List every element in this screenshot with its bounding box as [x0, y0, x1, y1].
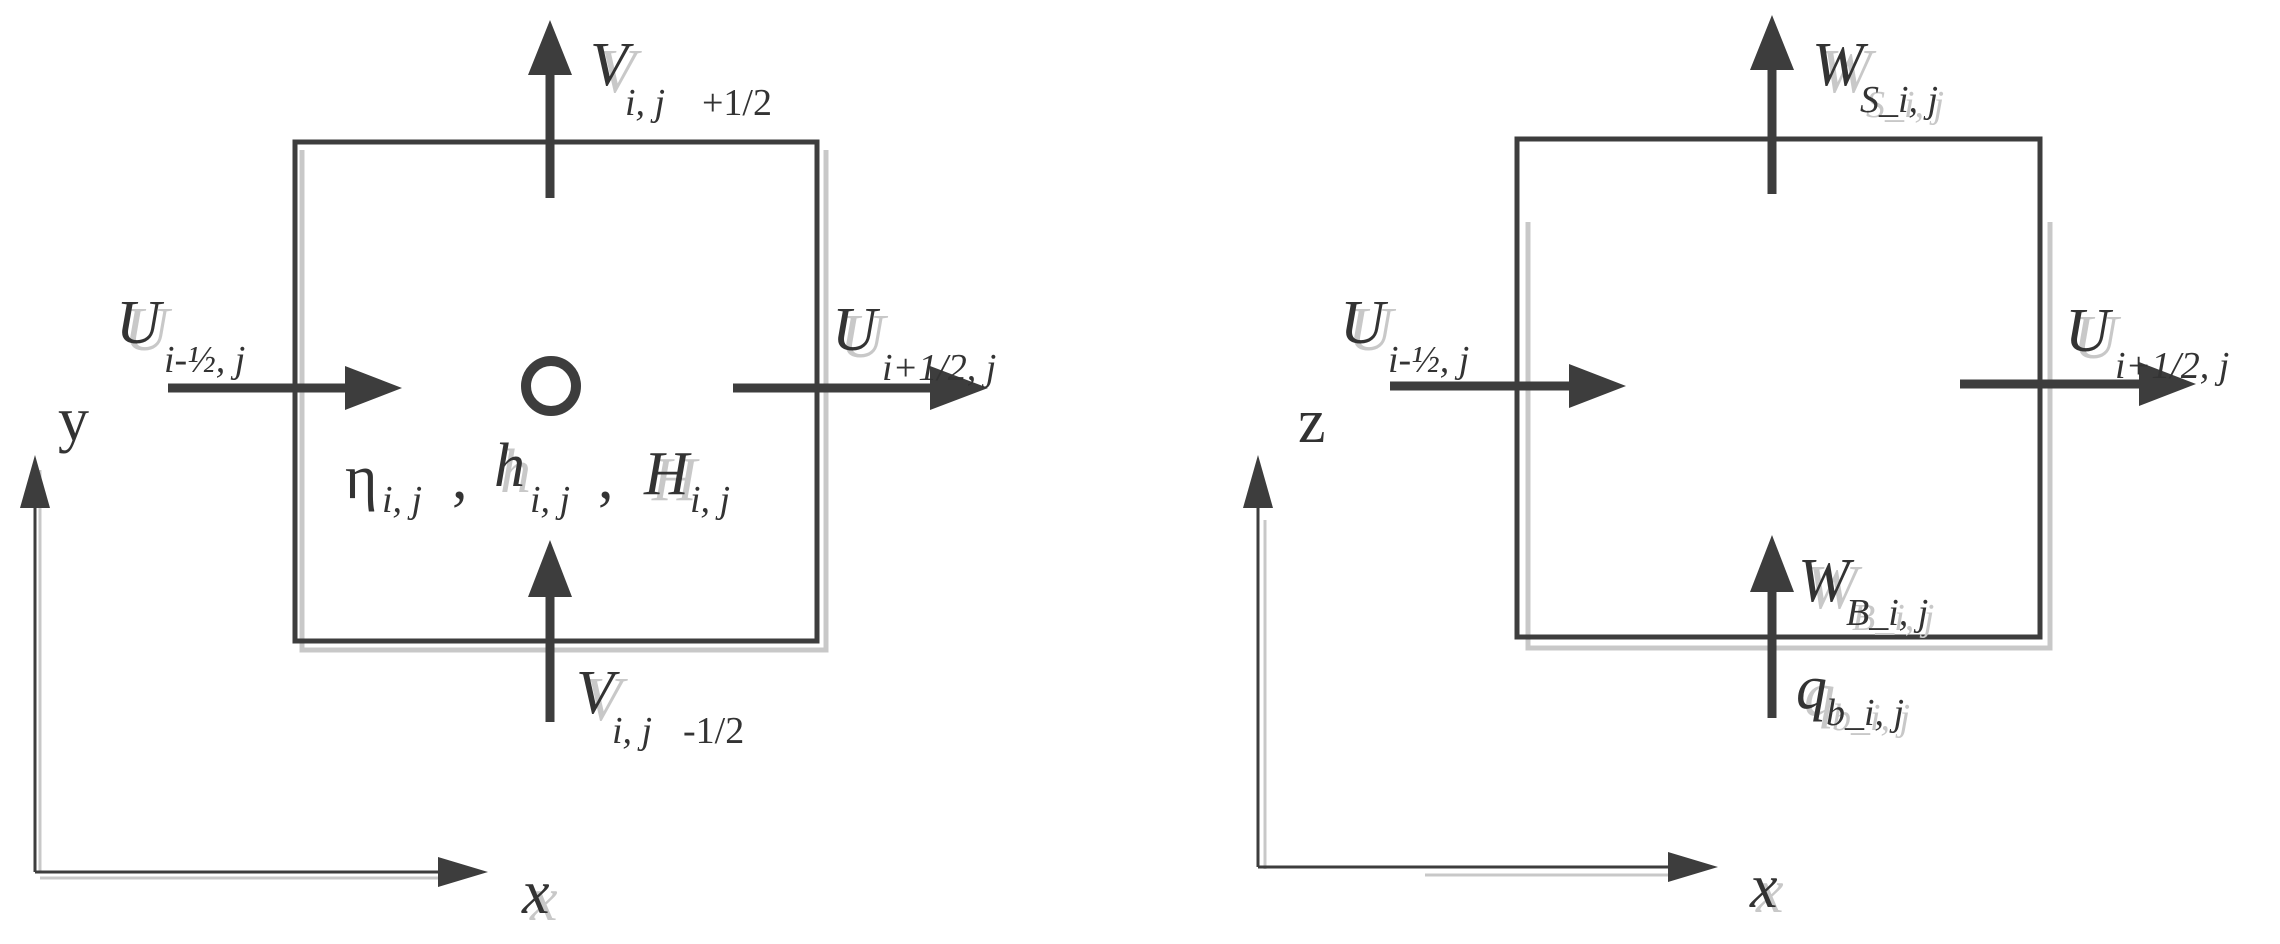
- right-panel: W W S_i, j S_i, j W W B_i, j B_i, j q q …: [1243, 15, 2229, 926]
- svg-text:V: V: [598, 38, 642, 106]
- u-right-label-right-panel: U U i+1/2, j: [2065, 297, 2229, 387]
- svg-text:U: U: [116, 289, 165, 357]
- u-left-label-right-panel: U U i-½, j: [1340, 289, 1469, 381]
- u-left-label: U U i-½, j: [116, 289, 245, 381]
- svg-text:i, j: i, j: [382, 479, 422, 521]
- center-node-icon: [521, 356, 581, 416]
- svg-text:i-½, j: i-½, j: [1388, 339, 1469, 381]
- w-top-arrow: [1750, 15, 1794, 194]
- v-top-label: V V i, j +1/2: [590, 31, 772, 124]
- svg-text:q: q: [1796, 654, 1827, 722]
- left-axes: [20, 455, 488, 887]
- u-right-arrow: [733, 366, 988, 410]
- svg-text:η: η: [345, 444, 377, 512]
- svg-text:i, j: i, j: [625, 82, 665, 124]
- x-axis-label-right: x: [1749, 853, 1778, 921]
- u-right-arrow-right-panel: [1960, 362, 2196, 406]
- w-top-label: W W S_i, j S_i, j: [1812, 31, 1944, 126]
- svg-text:U: U: [1348, 296, 1397, 364]
- right-axes: [1243, 455, 1718, 882]
- svg-text:U: U: [840, 303, 889, 371]
- svg-text:V: V: [590, 31, 634, 99]
- q-bottom-label: q q b_i, j b_i, j: [1796, 654, 1910, 739]
- svg-text:x: x: [1755, 858, 1784, 926]
- svg-text:U: U: [2065, 297, 2114, 365]
- u-left-arrow-right-panel: [1390, 364, 1626, 408]
- y-axis-label: y: [58, 386, 89, 454]
- svg-text:q: q: [1804, 661, 1835, 729]
- svg-text:B_i, j: B_i, j: [1846, 592, 1928, 634]
- svg-text:W: W: [1806, 554, 1863, 622]
- svg-text:U: U: [2073, 304, 2122, 372]
- v-bottom-arrow: [528, 540, 572, 722]
- svg-text:S_i, j: S_i, j: [1866, 84, 1944, 126]
- svg-text:V: V: [584, 666, 628, 734]
- svg-text:W: W: [1812, 31, 1869, 99]
- left-cell-shadow: [299, 150, 829, 653]
- svg-text:b_i, j: b_i, j: [1832, 697, 1910, 739]
- u-right-label: U U i+1/2, j: [832, 296, 996, 389]
- svg-text:x: x: [529, 866, 558, 934]
- svg-text:S_i, j: S_i, j: [1860, 79, 1938, 121]
- w-bottom-label: W W B_i, j B_i, j: [1798, 547, 1934, 639]
- svg-text:+1/2: +1/2: [702, 82, 772, 124]
- svg-text:W: W: [1820, 38, 1877, 106]
- svg-text:h: h: [494, 432, 525, 500]
- left-panel: V V i, j +1/2 V V i, j -1/2 U U i-½, j U…: [20, 20, 996, 934]
- svg-text:i, j: i, j: [530, 479, 570, 521]
- svg-text:i, j: i, j: [690, 479, 730, 521]
- svg-text:W: W: [1798, 547, 1855, 615]
- svg-text:-1/2: -1/2: [683, 710, 744, 752]
- w-bottom-arrow: [1750, 535, 1794, 718]
- x-axis-label-left: x: [521, 859, 550, 927]
- svg-text:H: H: [651, 446, 700, 514]
- svg-text:i+1/2, j: i+1/2, j: [2115, 345, 2229, 387]
- svg-text:U: U: [124, 296, 173, 364]
- svg-text:U: U: [1340, 289, 1389, 357]
- v-bottom-label: V V i, j -1/2: [576, 659, 744, 752]
- v-top-arrow: [528, 20, 572, 198]
- svg-text:V: V: [576, 659, 620, 727]
- svg-text:i-½, j: i-½, j: [164, 339, 245, 381]
- svg-text:U: U: [832, 296, 881, 364]
- svg-text:h: h: [500, 438, 531, 506]
- right-cell-shadow: [1525, 222, 2053, 651]
- svg-text:b_i, j: b_i, j: [1826, 692, 1904, 734]
- svg-text:i+1/2, j: i+1/2, j: [882, 347, 996, 389]
- center-quantities-label: η i, j , h h i, j , H H i, j: [345, 432, 730, 521]
- u-left-arrow: [168, 366, 402, 410]
- svg-text:,: ,: [452, 444, 468, 512]
- svg-text:H: H: [643, 440, 692, 508]
- svg-text:,: ,: [598, 444, 614, 512]
- z-axis-label: z: [1298, 388, 1326, 456]
- svg-text:i, j: i, j: [612, 710, 652, 752]
- svg-text:B_i, j: B_i, j: [1852, 597, 1934, 639]
